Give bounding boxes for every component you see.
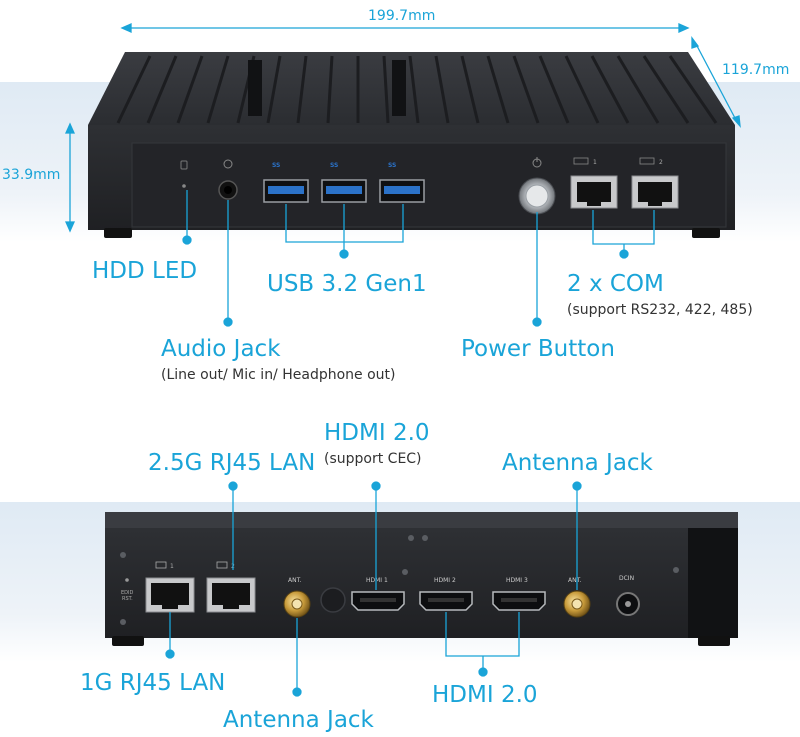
- dimension-depth-label: 119.7mm: [722, 62, 790, 78]
- foot-left: [104, 228, 132, 238]
- svg-text:1: 1: [593, 159, 597, 166]
- label-power: Power Button: [461, 336, 615, 362]
- svg-text:HDMI 3: HDMI 3: [506, 577, 528, 584]
- svg-text:HDMI 2: HDMI 2: [434, 577, 456, 584]
- svg-text:DCIN: DCIN: [619, 575, 634, 582]
- antenna-connector-1: ANT.: [283, 577, 311, 618]
- svg-text:RST.: RST.: [122, 596, 133, 602]
- dimension-width: [120, 22, 690, 34]
- callouts-front: [182, 190, 655, 327]
- com-port-2: 2: [631, 157, 679, 209]
- audio-jack: [218, 159, 238, 200]
- label-hdmi-bottom: HDMI 2.0: [432, 682, 538, 708]
- label-lan1g: 1G RJ45 LAN: [80, 670, 226, 696]
- dimension-height: [64, 122, 76, 233]
- device-rear: EDID RST. 1 2 ANT. HDMI 1: [105, 512, 738, 646]
- power-button: [518, 157, 556, 215]
- lan-port-1: 1: [145, 561, 195, 613]
- blank-plug: [320, 587, 346, 613]
- foot-right: [692, 228, 720, 238]
- svg-text:ANT.: ANT.: [568, 577, 582, 584]
- svg-text:SS: SS: [272, 162, 280, 169]
- rear-foot-right: [698, 636, 730, 646]
- svg-text:2: 2: [659, 159, 663, 166]
- dimension-height-label: 33.9mm: [2, 167, 61, 183]
- mounting-brackets: [248, 60, 406, 116]
- chassis-rear-top: [105, 512, 738, 530]
- label-audio: Audio Jack: [161, 336, 281, 362]
- device-front: SS SS SS 1: [88, 52, 735, 238]
- label-lan25: 2.5G RJ45 LAN: [148, 450, 316, 476]
- svg-text:SS: SS: [330, 162, 338, 169]
- label-antenna-bottom: Antenna Jack: [223, 707, 374, 733]
- hdmi-port-3: HDMI 3: [492, 577, 546, 611]
- hdmi-port-1: HDMI 1: [351, 577, 405, 611]
- dc-in-jack: DCIN: [616, 575, 640, 616]
- label-com: 2 x COM: [567, 271, 664, 297]
- label-hdmi-top-sub: (support CEC): [324, 451, 422, 467]
- label-usb: USB 3.2 Gen1: [267, 271, 427, 297]
- usb-port-3: SS: [379, 162, 425, 203]
- callouts-rear: [165, 481, 582, 697]
- label-antenna-top: Antenna Jack: [502, 450, 653, 476]
- svg-text:SS: SS: [388, 162, 396, 169]
- hdmi-port-2: HDMI 2: [419, 577, 473, 611]
- chassis-rear-face: [105, 528, 738, 638]
- label-hdmi-top: HDMI 2.0: [324, 420, 430, 446]
- heatsink-fins: [116, 55, 718, 124]
- com-port-1: 1: [570, 157, 618, 209]
- label-audio-sub: (Line out/ Mic in/ Headphone out): [161, 367, 396, 383]
- edid-rst: EDID RST.: [121, 578, 133, 602]
- antenna-connector-2: ANT.: [563, 577, 591, 618]
- dimension-depth: [691, 36, 741, 128]
- rear-foot-left: [112, 636, 144, 646]
- svg-text:ANT.: ANT.: [288, 577, 302, 584]
- svg-text:EDID: EDID: [121, 590, 133, 596]
- label-hdd-led: HDD LED: [92, 258, 198, 284]
- usb-port-2: SS: [321, 162, 367, 203]
- label-com-sub: (support RS232, 422, 485): [567, 302, 753, 318]
- svg-text:HDMI 1: HDMI 1: [366, 577, 388, 584]
- svg-text:1: 1: [170, 563, 174, 570]
- dimension-width-label: 199.7mm: [368, 8, 436, 24]
- hdd-led: [180, 160, 188, 188]
- usb-port-1: SS: [263, 162, 309, 203]
- lan-port-2: 2: [206, 561, 256, 613]
